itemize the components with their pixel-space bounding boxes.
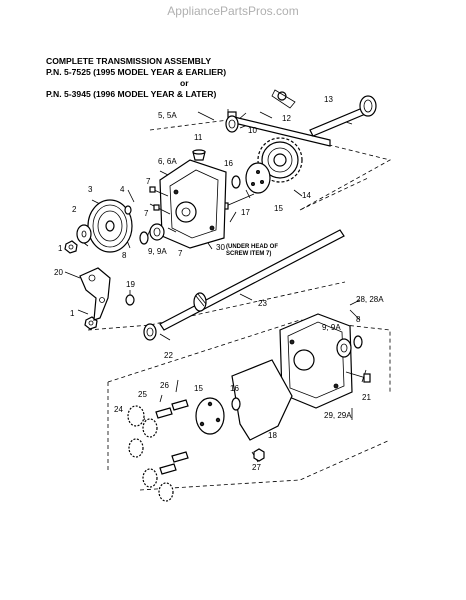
- callout-24: 24: [114, 405, 123, 414]
- part-2-washer: [76, 224, 92, 244]
- callout-4: 4: [120, 185, 125, 194]
- part-7-screws: [149, 186, 177, 233]
- callout-28-28a: 28, 28A: [356, 295, 384, 304]
- part-15-lower-carrier: [195, 397, 225, 435]
- callout-29-29a: 29, 29A: [324, 411, 352, 420]
- part-23-axle: [159, 229, 345, 331]
- callout-23: 23: [258, 299, 267, 308]
- part-28-lower-housing: [279, 313, 353, 409]
- callout-22: 22: [164, 351, 173, 360]
- callout-15-lower: 15: [194, 384, 203, 393]
- callout-1-lower: 1: [70, 309, 75, 318]
- part-10-bearing: [225, 115, 239, 133]
- part-22-bearing: [143, 323, 157, 341]
- callout-16-lower: 16: [230, 384, 239, 393]
- callout-30-note-1: (UNDER HEAD OF: [226, 244, 278, 250]
- callout-30: 30: [216, 243, 225, 252]
- diagram-title: COMPLETE TRANSMISSION ASSEMBLY P.N. 5-75…: [46, 56, 306, 100]
- part-16-upper-washer: [231, 175, 241, 189]
- part-13-shaft-gear: [309, 95, 377, 137]
- part-19-washer: [125, 294, 135, 306]
- callout-26: 26: [160, 381, 169, 390]
- part-16-lower-washer: [231, 397, 241, 411]
- part-8-lower-washer: [353, 335, 363, 349]
- callout-2: 2: [72, 205, 77, 214]
- callout-15-upper: 15: [274, 204, 283, 213]
- part-5-housing-half: [159, 159, 227, 249]
- title-line-4: P.N. 5-3945 (1996 MODEL YEAR & LATER): [46, 89, 217, 99]
- callout-12: 12: [282, 114, 291, 123]
- part-21-bolt: [345, 371, 371, 383]
- callout-14: 14: [302, 191, 311, 200]
- callout-19: 19: [126, 280, 135, 289]
- part-26-pins: [155, 399, 189, 419]
- callout-17: 17: [241, 208, 250, 217]
- callout-8-upper: 8: [122, 251, 127, 260]
- callout-7-c: 7: [178, 249, 183, 258]
- part-18-gasket: [231, 359, 293, 441]
- title-line-2: P.N. 5-7525 (1995 MODEL YEAR & EARLIER): [46, 67, 227, 77]
- callout-21: 21: [362, 393, 371, 402]
- callout-20: 20: [54, 268, 63, 277]
- part-8-washer: [139, 231, 149, 245]
- watermark: AppliancePartsPros.com: [167, 4, 299, 18]
- part-1-nut-upper: [64, 240, 78, 254]
- callout-30-note-2: SCREW ITEM 7): [226, 251, 271, 257]
- part-9-lower-bearing: [336, 338, 352, 358]
- callout-10: 10: [248, 126, 257, 135]
- callout-11: 11: [194, 133, 203, 142]
- part-15-upper-carrier: [245, 162, 271, 194]
- part-24-pinion-gears: [127, 405, 174, 502]
- title-line-1: COMPLETE TRANSMISSION ASSEMBLY: [46, 56, 212, 66]
- callout-labels: 1 1 2 3 4 5, 5A 6, 6A 7 7 7 8 9, 9A 10 1…: [54, 95, 384, 472]
- callout-1-upper: 1: [58, 244, 63, 253]
- callout-27: 27: [252, 463, 261, 472]
- callout-13: 13: [324, 95, 333, 104]
- part-26-lower-pins: [159, 451, 189, 475]
- part-17-bolt: [221, 193, 255, 210]
- callout-9-9a-lower: 9, 9A: [322, 323, 341, 332]
- part-9-bearing: [149, 223, 165, 241]
- callout-18: 18: [268, 431, 277, 440]
- part-11-cap: [192, 149, 206, 161]
- title-line-or: or: [180, 78, 189, 88]
- part-27-nut: [253, 448, 265, 462]
- callout-25: 25: [138, 390, 147, 399]
- callout-7-a: 7: [146, 177, 151, 186]
- part-3-pulley: [87, 199, 133, 253]
- callout-3: 3: [88, 185, 93, 194]
- callout-5-5a: 5, 5A: [158, 111, 177, 120]
- callout-16-upper: 16: [224, 159, 233, 168]
- callout-6-6a: 6, 6A: [158, 157, 177, 166]
- part-4-washer: [124, 205, 132, 215]
- part-20-lever-bracket: [79, 267, 111, 321]
- callout-7-b: 7: [144, 209, 149, 218]
- callout-8-lower: 8: [356, 315, 361, 324]
- callout-9-9a-upper: 9, 9A: [148, 247, 167, 256]
